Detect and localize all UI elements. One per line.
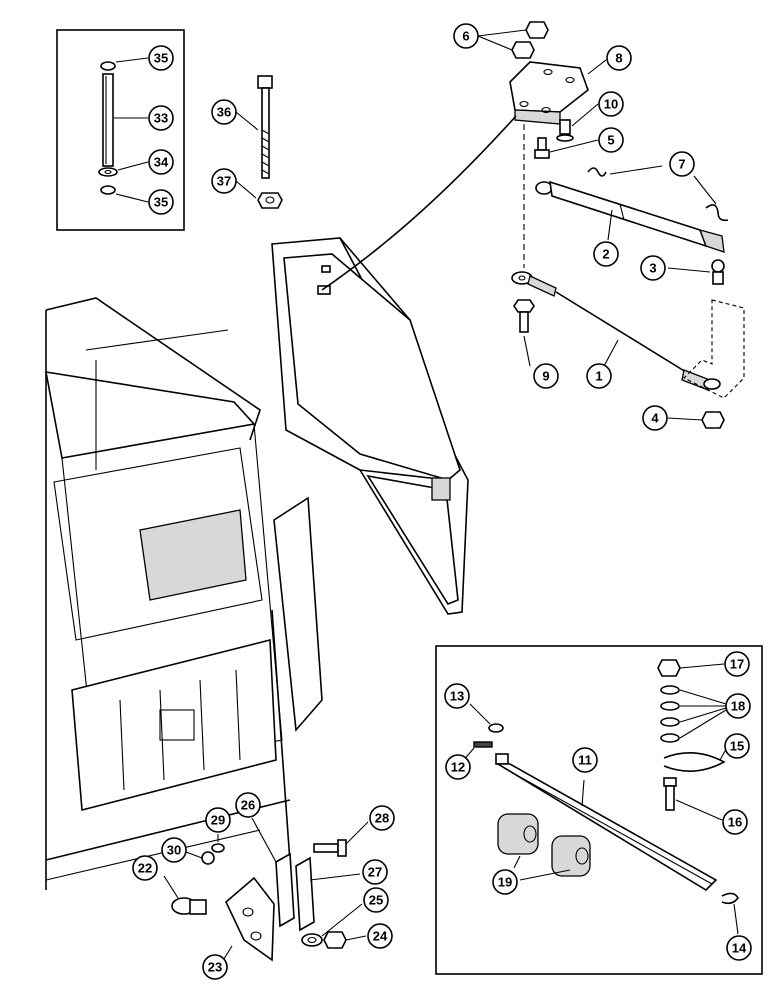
callout-2: 2 — [593, 241, 619, 267]
cab-frame — [45, 297, 323, 890]
callout-label: 12 — [451, 760, 465, 775]
callout-label: 33 — [154, 111, 168, 126]
callout-36: 36 — [211, 99, 237, 125]
callout-label: 10 — [604, 97, 618, 112]
callout-11: 11 — [572, 747, 598, 773]
callout-37: 37 — [211, 168, 237, 194]
callout-15: 15 — [724, 733, 750, 759]
callout-label: 9 — [542, 369, 549, 384]
callout-label: 7 — [678, 157, 685, 172]
callout-10: 10 — [598, 91, 624, 117]
callout-35a: 35 — [148, 45, 174, 71]
callout-label: 37 — [217, 174, 231, 189]
callout-3: 3 — [640, 255, 666, 281]
callout-23: 23 — [202, 954, 228, 980]
callout-1: 1 — [586, 363, 612, 389]
check-cable — [511, 271, 745, 429]
callout-label: 26 — [241, 798, 255, 813]
callout-label: 16 — [728, 815, 742, 830]
callout-17: 17 — [724, 651, 750, 677]
callout-label: 6 — [462, 29, 469, 44]
callout-label: 36 — [217, 105, 231, 120]
cab-door — [271, 115, 517, 615]
callout-label: 5 — [607, 133, 614, 148]
callout-label: 17 — [730, 657, 744, 672]
callout-29: 29 — [205, 807, 231, 833]
callout-4: 4 — [642, 405, 668, 431]
callout-25: 25 — [363, 887, 389, 913]
callout-6: 6 — [453, 23, 479, 49]
callout-28: 28 — [369, 805, 395, 831]
callout-label: 19 — [498, 875, 512, 890]
callout-label: 24 — [373, 929, 388, 944]
callout-33: 33 — [148, 105, 174, 131]
callout-27: 27 — [362, 859, 388, 885]
lower-hinge-hardware — [163, 817, 369, 963]
gas-strut-hardware — [523, 103, 599, 268]
callout-label: 27 — [368, 865, 382, 880]
callout-26: 26 — [235, 792, 261, 818]
callout-30: 30 — [161, 837, 187, 863]
callout-18: 18 — [725, 693, 751, 719]
callout-label: 14 — [732, 941, 747, 956]
callout-label: 22 — [138, 861, 152, 876]
callout-label: 28 — [375, 811, 389, 826]
callout-label: 29 — [211, 813, 225, 828]
callout-label: 8 — [615, 51, 622, 66]
bolt-and-nut — [235, 75, 283, 209]
callout-22: 22 — [132, 855, 158, 881]
callout-label: 35 — [154, 51, 168, 66]
callout-5: 5 — [598, 127, 624, 153]
callout-35b: 35 — [148, 189, 174, 215]
callout-19: 19 — [492, 869, 518, 895]
callout-label: 15 — [730, 739, 744, 754]
callout-label: 4 — [651, 411, 659, 426]
callout-9: 9 — [533, 363, 559, 389]
callout-label: 25 — [369, 893, 383, 908]
callout-16: 16 — [722, 809, 748, 835]
callout-34: 34 — [148, 149, 174, 175]
callout-13: 13 — [444, 683, 470, 709]
callout-label: 11 — [578, 753, 592, 768]
callout-14: 14 — [726, 935, 752, 961]
upper-bracket — [477, 21, 607, 125]
callout-label: 2 — [602, 247, 609, 262]
callout-12: 12 — [445, 754, 471, 780]
callout-label: 3 — [649, 261, 656, 276]
callout-8: 8 — [606, 45, 632, 71]
inset-rod-kit — [56, 29, 185, 231]
callout-label: 30 — [167, 843, 181, 858]
inset-linkage-kit — [435, 645, 763, 975]
callout-label: 35 — [154, 195, 168, 210]
callout-label: 13 — [450, 689, 464, 704]
callout-24: 24 — [367, 923, 393, 949]
callout-label: 34 — [154, 155, 169, 170]
callout-label: 18 — [731, 699, 745, 714]
callout-label: 1 — [595, 369, 602, 384]
callout-7: 7 — [669, 151, 695, 177]
gas-strut — [535, 165, 729, 285]
callout-label: 23 — [208, 960, 222, 975]
